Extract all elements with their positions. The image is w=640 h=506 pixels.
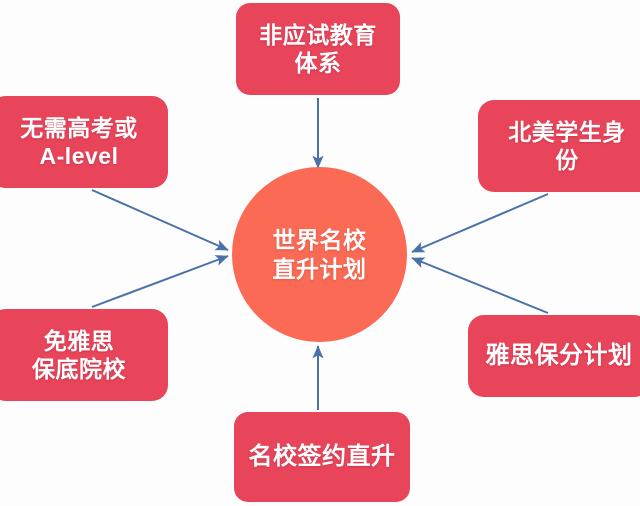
node-label: 北美学生身 份: [508, 118, 626, 173]
edge-upright-to-hub: [411, 193, 549, 253]
node-label: 雅思保分计划: [485, 342, 633, 370]
node-non-exam-education[interactable]: 非应试教育 体系: [236, 3, 400, 95]
node-ielts-score-guarantee-plan[interactable]: 雅思保分计划: [468, 315, 640, 397]
node-label: 名校签约直升: [248, 443, 396, 471]
hub-label: 世界名校 直升计划: [272, 226, 367, 282]
node-label: 免雅思 保底院校: [32, 327, 126, 382]
edge-lowleft-to-hub: [91, 255, 229, 308]
node-signed-direct-admission[interactable]: 名校签约直升: [234, 412, 410, 502]
edge-upleft-to-hub: [91, 189, 229, 251]
hub-world-top-university-plan[interactable]: 世界名校 直升计划: [232, 167, 407, 342]
node-ielts-free-backup-school[interactable]: 免雅思 保底院校: [0, 309, 168, 401]
node-label: 无需高考或 A-level: [20, 114, 138, 169]
node-north-america-student-status[interactable]: 北美学生身 份: [478, 100, 640, 192]
edge-lowright-to-hub: [411, 257, 549, 314]
node-label: 非应试教育 体系: [259, 21, 377, 76]
node-no-gaokao-or-alevel[interactable]: 无需高考或 A-level: [0, 96, 168, 188]
